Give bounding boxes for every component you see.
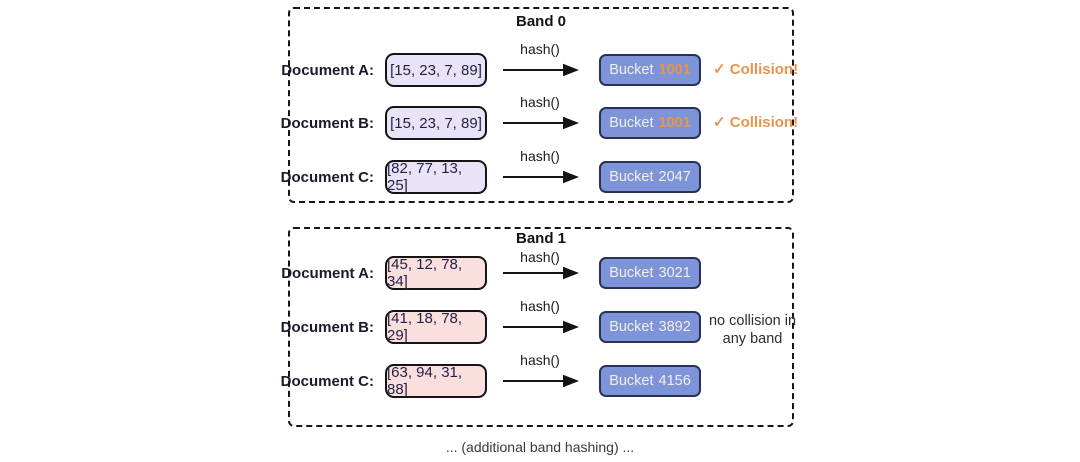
hash-function-label: hash() <box>520 298 560 314</box>
document-label: Document A: <box>281 61 374 79</box>
signature-box: [41, 18, 78, 29] <box>385 310 487 344</box>
bucket-id: 1001 <box>658 115 691 131</box>
no-collision-note-line2: any band <box>722 331 783 347</box>
hash-function-label: hash() <box>520 41 560 57</box>
hash-function-label: hash() <box>520 352 560 368</box>
band-0-panel <box>288 7 794 203</box>
bucket-word: Bucket <box>609 265 654 281</box>
arrow-icon <box>503 266 579 280</box>
signature-box: [45, 12, 78, 34] <box>385 256 487 290</box>
document-label: Document B: <box>280 318 374 336</box>
band-1-title: Band 1 <box>515 230 566 247</box>
arrow-icon <box>503 63 579 77</box>
bucket-box: Bucket 1001 <box>599 107 701 139</box>
bucket-id: 3021 <box>658 265 691 281</box>
bucket-word: Bucket <box>609 169 654 185</box>
bucket-word: Bucket <box>609 115 654 131</box>
document-label: Document C: <box>280 168 374 186</box>
no-collision-note-line1: no collision in <box>708 313 797 329</box>
signature-box: [15, 23, 7, 89] <box>385 106 487 140</box>
band0-row-document-b: Document B: [15, 23, 7, 89] hash() Bucke… <box>280 94 798 140</box>
document-label: Document B: <box>280 114 374 132</box>
bucket-id: 3892 <box>658 319 691 335</box>
arrow-icon <box>503 170 579 184</box>
collision-badge: ✓ Collision! <box>713 114 799 131</box>
band0-row-document-c: Document C: [82, 77, 13, 25] hash() Buck… <box>280 148 794 194</box>
hash-function-label: hash() <box>520 148 560 164</box>
band0-row-document-a: Document A: [15, 23, 7, 89] hash() Bucke… <box>281 41 798 87</box>
hash-function-label: hash() <box>520 94 560 110</box>
band1-row-document-b: Document B: [41, 18, 78, 29] hash() Buck… <box>280 298 794 344</box>
signature-box: [82, 77, 13, 25] <box>385 160 487 194</box>
bucket-box: Bucket 3021 <box>599 257 701 289</box>
diagram-caption: ... (additional band hashing) ... <box>445 439 635 455</box>
no-collision-note: no collision in any band <box>705 312 800 348</box>
collision-badge: ✓ Collision! <box>713 61 799 78</box>
band-0-title: Band 0 <box>515 13 566 30</box>
arrow-icon <box>503 116 579 130</box>
band1-row-document-a: Document A: [45, 12, 78, 34] hash() Buck… <box>281 249 794 290</box>
bucket-word: Bucket <box>609 319 654 335</box>
arrow-icon <box>503 320 579 334</box>
bucket-id: 4156 <box>658 373 691 389</box>
signature-box: [15, 23, 7, 89] <box>385 53 487 87</box>
document-label: Document A: <box>281 264 374 282</box>
document-label: Document C: <box>280 372 374 390</box>
bucket-id: 2047 <box>658 169 691 185</box>
band-1-panel <box>288 227 794 427</box>
bucket-word: Bucket <box>609 373 654 389</box>
bucket-box: Bucket 3892 <box>599 311 701 343</box>
arrow-icon <box>503 374 579 388</box>
bucket-box: Bucket 4156 <box>599 365 701 397</box>
band1-row-document-c: Document C: [63, 94, 31, 88] hash() Buck… <box>280 352 794 398</box>
bucket-word: Bucket <box>609 62 654 78</box>
bucket-box: Bucket 1001 <box>599 54 701 86</box>
hash-function-label: hash() <box>520 249 560 265</box>
bucket-box: Bucket 2047 <box>599 161 701 193</box>
signature-box: [63, 94, 31, 88] <box>385 364 487 398</box>
bucket-id: 1001 <box>658 62 691 78</box>
